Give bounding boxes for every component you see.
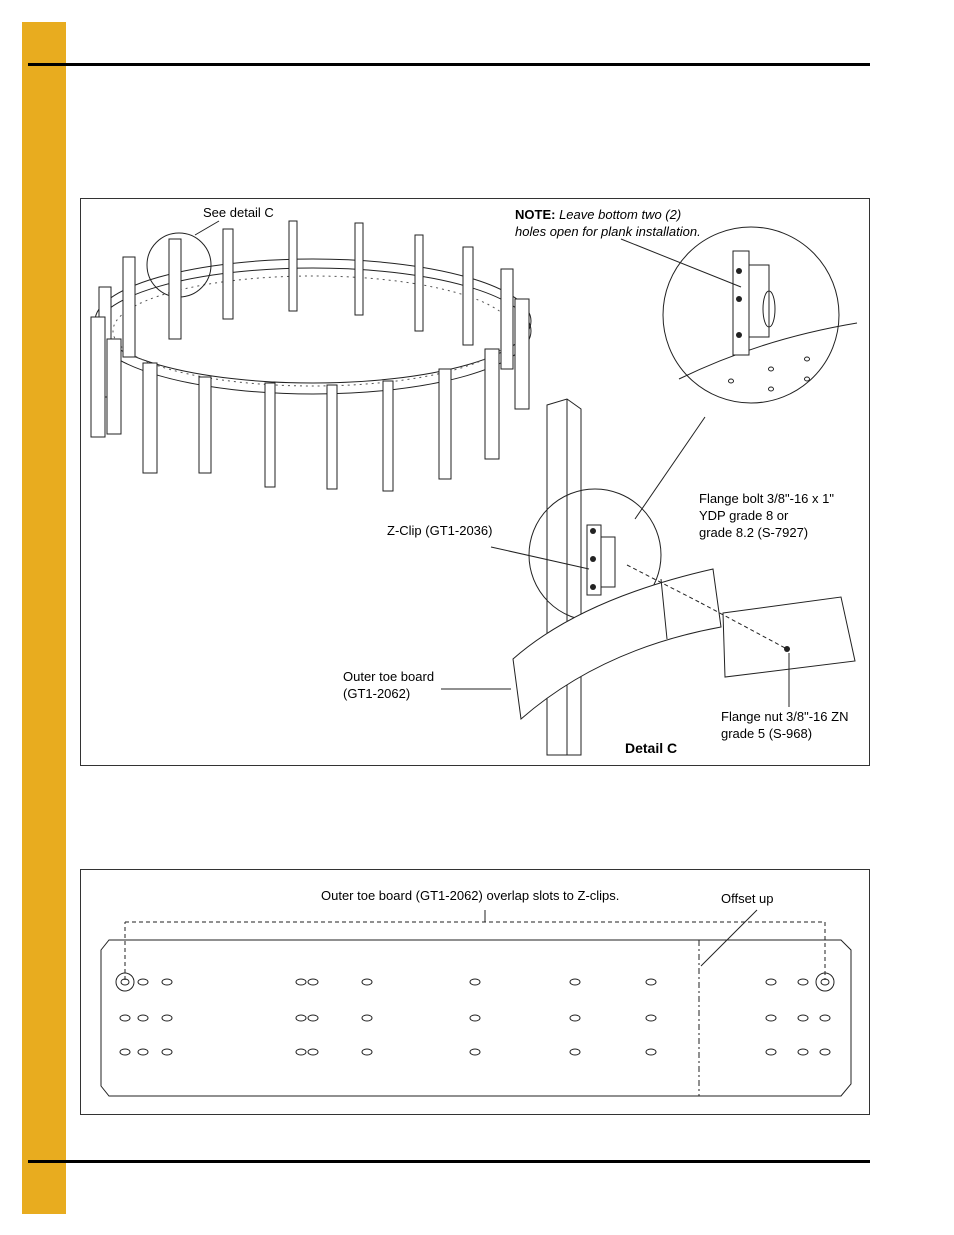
note-line-1: NOTE: Leave bottom two (2): [515, 207, 681, 223]
zoom-circle: [662, 226, 840, 404]
overlap-label: Outer toe board (GT1-2062) overlap slots…: [321, 888, 620, 903]
note-text-2: holes open for plank installation.: [515, 224, 701, 239]
side-tab: [22, 22, 66, 1214]
figure-1: See detail C NOTE: Leave bottom two (2) …: [80, 198, 870, 766]
flange-nut-label-2: grade 5 (S-968): [721, 726, 813, 741]
see-detail-label: See detail C: [203, 205, 274, 220]
flange-bolt-label-1: Flange bolt 3/8"-16 x 1": [699, 491, 834, 506]
offset-label: Offset up: [721, 891, 774, 906]
toe-board-flat-drawing: [100, 909, 852, 1097]
figure-2: Outer toe board (GT1-2062) overlap slots…: [80, 869, 870, 1115]
flange-nut-label-1: Flange nut 3/8"-16 ZN: [721, 709, 849, 724]
ring-assembly-drawing: [90, 220, 858, 756]
note-text-1: Leave bottom two (2): [559, 207, 682, 222]
toe-board-label-1: Outer toe board: [343, 669, 435, 684]
flange-bolt-label-3: grade 8.2 (S-7927): [699, 525, 809, 540]
toe-board-label-2: (GT1-2062): [343, 686, 411, 701]
note-label: NOTE:: [515, 207, 556, 222]
header-rule: [28, 63, 870, 66]
flange-bolt-label-2: YDP grade 8 or: [699, 508, 789, 523]
zclip-label: Z-Clip (GT1-2036): [387, 523, 493, 538]
footer-rule: [28, 1160, 870, 1163]
detail-title: Detail C: [625, 740, 678, 756]
